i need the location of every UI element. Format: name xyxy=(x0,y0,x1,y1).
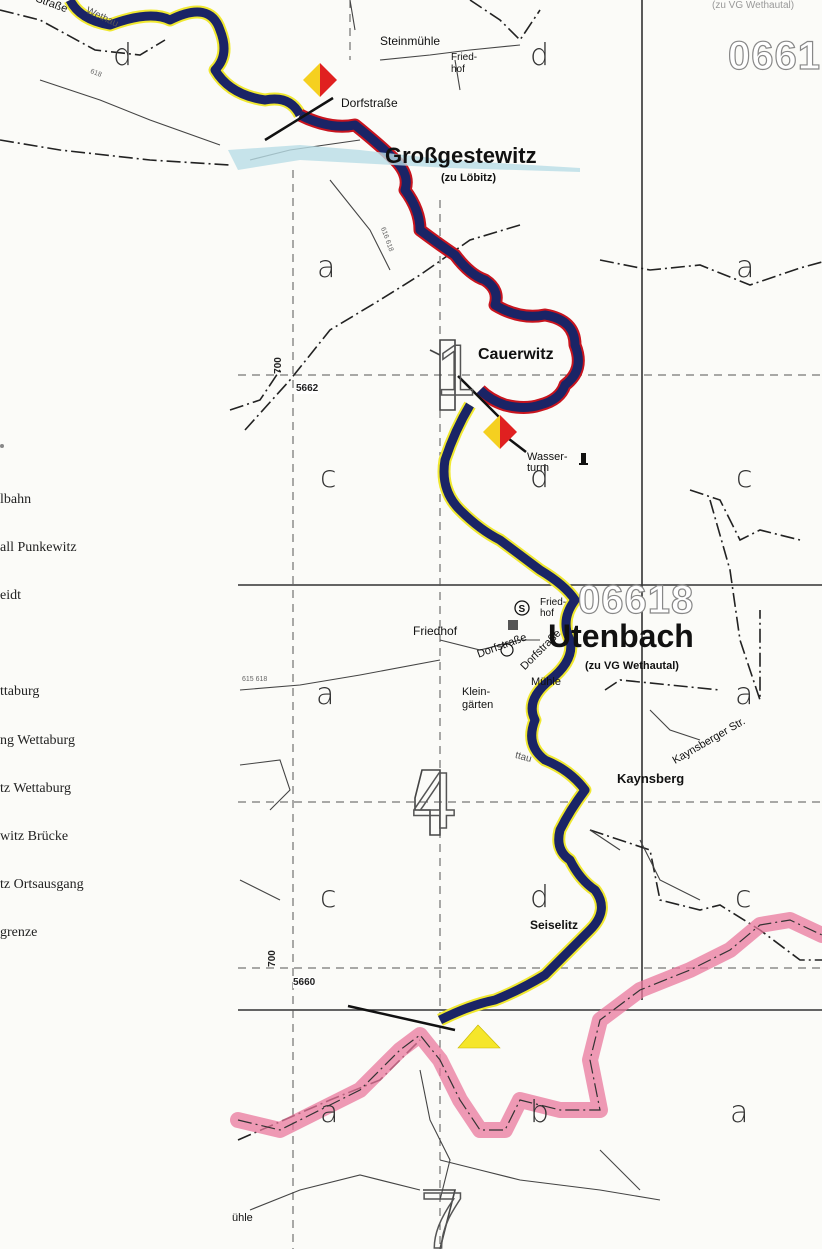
sheet-number-mid: 06618 xyxy=(577,577,695,622)
legend-item: witz Brücke xyxy=(0,829,69,844)
place-zu-vg-wethautal: (zu VG Wethautal) xyxy=(585,660,679,672)
place-muehle: Mühle xyxy=(531,676,561,688)
legend-item: ng Wettaburg xyxy=(0,733,75,748)
coord-5660: 5660 xyxy=(293,977,316,988)
place-muehle-bottom: ühle xyxy=(232,1212,253,1224)
grid-letter: c xyxy=(320,460,337,495)
marker-lines xyxy=(264,96,527,1032)
grid-lines xyxy=(238,0,822,1011)
place-grossgestewitz: Großgestewitz xyxy=(385,143,537,168)
top-right-text: (zu VG Wethautal) xyxy=(712,0,795,11)
grid-letter: d xyxy=(113,38,133,73)
diamond-flag-icon xyxy=(303,63,337,97)
triangle-icon xyxy=(457,1024,501,1049)
block-number-1: 1 xyxy=(435,330,477,412)
grid-letter: b xyxy=(530,1095,550,1130)
diamond-flag-icon xyxy=(483,415,517,449)
place-friedhof-top: Fried- hof xyxy=(451,52,478,75)
coord-615: 615 618 xyxy=(242,676,268,683)
grid-letter: a xyxy=(317,250,336,285)
sheet-number-top: 0661 xyxy=(727,33,821,78)
legend-item: tz Ortsausgang xyxy=(0,877,84,892)
svg-text:S: S xyxy=(519,604,526,615)
block-number-7: 7 xyxy=(419,1175,465,1249)
block-number-4: 4 xyxy=(411,755,457,846)
grid-letter: c xyxy=(320,880,337,915)
grid-letter: d xyxy=(530,38,550,73)
place-steinmuehle: Steinmühle xyxy=(380,34,441,48)
legend-item: eidt xyxy=(0,588,21,603)
legend-bullet xyxy=(0,444,4,448)
grid-letter: a xyxy=(735,677,754,712)
legend-item: all Punkewitz xyxy=(0,540,77,555)
place-dorfstrasse-top: Dorfstraße xyxy=(341,96,398,110)
coord-700b: 700 xyxy=(266,950,278,967)
river-lower xyxy=(437,402,606,1025)
legend-item: ttaburg xyxy=(0,684,40,699)
legend-item: lbahn xyxy=(0,492,32,507)
place-seiselitz: Seiselitz xyxy=(530,918,579,932)
water-tower-icon xyxy=(579,453,588,465)
place-zu-loebitz: (zu Löbitz) xyxy=(441,172,496,184)
grid-letter: a xyxy=(736,250,755,285)
grid-letter: a xyxy=(320,1095,339,1130)
place-wasserturm: Wasser- turm xyxy=(527,451,568,474)
grid-letter: c xyxy=(735,880,752,915)
school-icon: S xyxy=(500,600,530,657)
place-kleingaerten: Klein- gärten xyxy=(462,686,494,711)
place-utenbach: Utenbach xyxy=(548,618,694,654)
coord-700a: 700 xyxy=(272,357,284,374)
place-kaynsberg: Kaynsberg xyxy=(617,771,685,786)
place-cauerwitz: Cauerwitz xyxy=(478,346,554,363)
grid-letter: d xyxy=(530,460,550,495)
place-friedhof-mid: Friedhof xyxy=(413,624,458,638)
grid-letter: a xyxy=(316,677,335,712)
grid-letter: d xyxy=(530,880,550,915)
legend-item: grenze xyxy=(0,925,38,940)
grid-letter: a xyxy=(730,1095,749,1130)
coord-5662: 5662 xyxy=(296,383,319,394)
legend-item: tz Wettaburg xyxy=(0,781,72,796)
place-friedhof-small: Fried- hof xyxy=(540,597,567,619)
block-numbers xyxy=(414,339,457,1249)
grid-letter: c xyxy=(736,460,753,495)
river-upper xyxy=(65,0,305,118)
